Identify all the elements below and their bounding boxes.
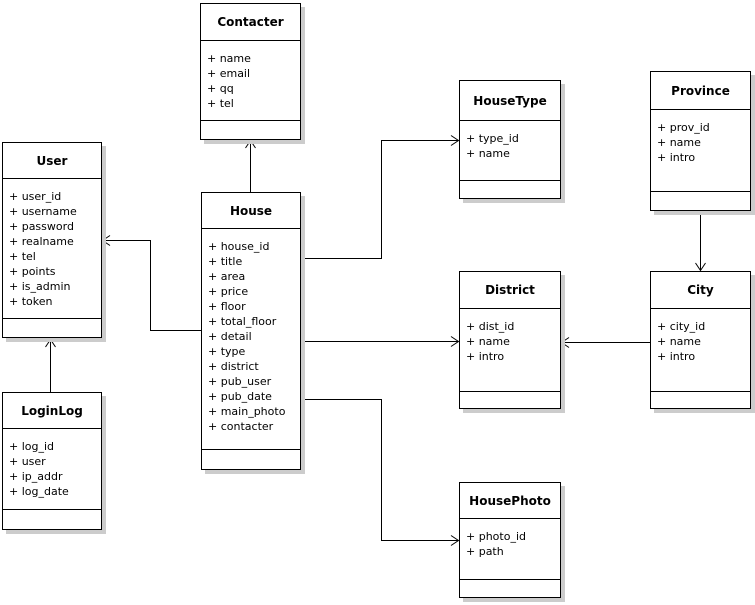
attribute-row: + email	[207, 67, 251, 80]
entity-province-title: Province	[651, 72, 750, 110]
attribute-row: + ip_addr	[9, 470, 63, 483]
entity-housetype-attributes: + type_id + name	[460, 121, 560, 180]
attribute-row: + user	[9, 455, 46, 468]
attribute-row: + points	[9, 265, 56, 278]
attribute-row: + city_id	[657, 320, 706, 333]
entity-city-attributes: + city_id + name + intro	[651, 309, 750, 391]
attribute-row: + tel	[207, 97, 234, 110]
attribute-row: + main_photo	[208, 405, 286, 418]
attribute-row: + log_date	[9, 485, 69, 498]
entity-housephoto-attributes: + photo_id + path	[460, 519, 560, 579]
attribute-row: + detail	[208, 330, 252, 343]
attribute-row: + name	[657, 136, 701, 149]
entity-user-title: User	[3, 143, 101, 179]
attribute-row: + price	[208, 285, 249, 298]
attribute-row: + pub_user	[208, 375, 272, 388]
attribute-row: + password	[9, 220, 74, 233]
entity-city-methods	[651, 391, 750, 408]
attribute-row: + district	[208, 360, 259, 373]
attribute-row: + path	[466, 545, 504, 558]
entity-housephoto[interactable]: HousePhoto + photo_id + path	[459, 482, 561, 598]
entity-district-title: District	[460, 272, 560, 309]
entity-contacter-title: Contacter	[201, 4, 300, 41]
attribute-row: + type_id	[466, 132, 519, 145]
attribute-row: + prov_id	[657, 121, 710, 134]
entity-province[interactable]: Province + prov_id + name + intro	[650, 71, 751, 211]
entity-city-title: City	[651, 272, 750, 309]
entity-district-methods	[460, 391, 560, 408]
entity-housephoto-methods	[460, 579, 560, 597]
entity-loginlog-title: LoginLog	[3, 393, 101, 429]
entity-house[interactable]: House + house_id + title + area + price + fl…	[201, 192, 301, 470]
attribute-row: + intro	[657, 350, 696, 363]
entity-housetype-title: HouseType	[460, 81, 560, 121]
entity-user[interactable]: User + user_id + username + password + real…	[2, 142, 102, 338]
attribute-row: + log_id	[9, 440, 55, 453]
attribute-row: + type	[208, 345, 246, 358]
entity-contacter-methods	[201, 120, 300, 139]
entity-contacter[interactable]: Contacter + name + email + qq + tel	[200, 3, 301, 140]
entity-house-title: House	[202, 193, 300, 229]
entity-contacter-attributes: + name + email + qq + tel	[201, 41, 300, 120]
entity-user-methods	[3, 318, 101, 337]
entity-province-methods	[651, 191, 750, 210]
attribute-row: + is_admin	[9, 280, 71, 293]
attribute-row: + name	[466, 335, 510, 348]
attribute-row: + intro	[657, 151, 696, 164]
attribute-row: + username	[9, 205, 77, 218]
attribute-row: + name	[207, 52, 251, 65]
attribute-row: + area	[208, 270, 246, 283]
attribute-row: + pub_date	[208, 390, 272, 403]
entity-loginlog[interactable]: LoginLog + log_id + user + ip_addr + log_da…	[2, 392, 102, 530]
entity-user-attributes: + user_id + username + password + realname +…	[3, 179, 101, 318]
entity-city[interactable]: City + city_id + name + intro	[650, 271, 751, 409]
attribute-row: + total_floor	[208, 315, 277, 328]
attribute-row: + name	[466, 147, 510, 160]
attribute-row: + photo_id	[466, 530, 526, 543]
attribute-row: + dist_id	[466, 320, 515, 333]
relation-house-contacter	[245, 139, 256, 192]
entity-province-attributes: + prov_id + name + intro	[651, 110, 750, 191]
relation-house-user	[101, 235, 201, 331]
attribute-row: + token	[9, 295, 53, 308]
attribute-row: + floor	[208, 300, 246, 313]
entity-loginlog-attributes: + log_id + user + ip_addr + log_date	[3, 429, 101, 509]
entity-house-methods	[202, 449, 300, 469]
attribute-row: + user_id	[9, 190, 62, 203]
entity-loginlog-methods	[3, 509, 101, 529]
attribute-row: + intro	[466, 350, 505, 363]
relation-house-housephoto	[301, 399, 460, 546]
attribute-row: + tel	[9, 250, 36, 263]
relation-loginlog-user	[45, 338, 56, 392]
attribute-row: + title	[208, 255, 243, 268]
attribute-row: + name	[657, 335, 701, 348]
attribute-row: + realname	[9, 235, 74, 248]
relation-house-housetype	[301, 135, 460, 259]
relation-city-district	[560, 337, 650, 348]
entity-housetype[interactable]: HouseType + type_id + name	[459, 80, 561, 199]
relation-house-district	[301, 336, 460, 347]
entity-housetype-methods	[460, 180, 560, 198]
entity-housephoto-title: HousePhoto	[460, 483, 560, 519]
entity-district-attributes: + dist_id + name + intro	[460, 309, 560, 391]
entity-house-attributes: + house_id + title + area + price + floor + t…	[202, 229, 300, 449]
entity-district[interactable]: District + dist_id + name + intro	[459, 271, 561, 409]
attribute-row: + house_id	[208, 240, 270, 253]
relation-province-city	[695, 211, 706, 272]
attribute-row: + contacter	[208, 420, 274, 433]
attribute-row: + qq	[207, 82, 234, 95]
